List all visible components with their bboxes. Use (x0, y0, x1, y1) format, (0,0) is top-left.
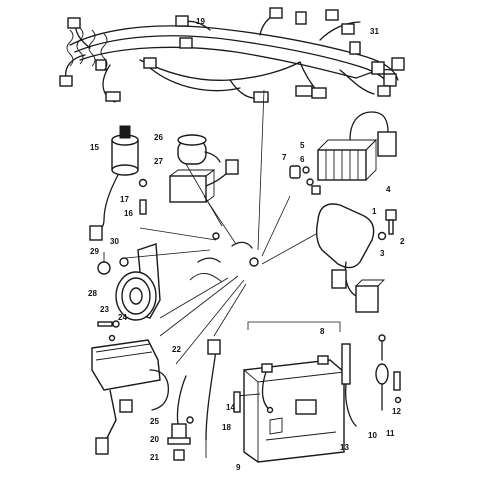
callout-13: 13 (340, 443, 349, 452)
callout-29: 29 (90, 247, 99, 256)
callout-22: 22 (172, 345, 181, 354)
battery (243, 355, 345, 463)
horn (97, 243, 161, 321)
callout-12: 12 (392, 407, 401, 416)
callout-30: 30 (110, 237, 119, 246)
rectifier-regulator (317, 111, 397, 181)
callout-1: 1 (372, 207, 377, 216)
mounting-bolt (377, 209, 397, 241)
callout-6: 6 (300, 155, 305, 164)
callout-11: 11 (386, 429, 395, 438)
callout-16: 16 (124, 209, 133, 218)
callout-14: 14 (226, 403, 235, 412)
callout-7: 7 (282, 153, 287, 162)
fuse-block (91, 339, 170, 455)
callout-17: 17 (120, 195, 129, 204)
leader-lines (125, 89, 341, 365)
callout-2: 2 (400, 237, 405, 246)
lead-wire (205, 339, 221, 458)
callout-27: 27 (154, 157, 163, 166)
callout-15: 15 (90, 143, 99, 152)
relay-unit (169, 159, 239, 203)
callout-20: 20 (150, 435, 159, 444)
callout-23: 23 (100, 305, 109, 314)
callout-4: 4 (386, 185, 391, 194)
callout-8: 8 (320, 327, 325, 336)
callout-25: 25 (150, 417, 159, 426)
ignition-switch (89, 125, 148, 241)
flasher-relay (177, 134, 221, 165)
callout-19: 19 (196, 17, 205, 26)
callout-5: 5 (300, 141, 305, 150)
callout-24: 24 (118, 313, 127, 322)
wire-harness (59, 7, 405, 103)
callout-18: 18 (222, 423, 231, 432)
regulator-hardware (289, 165, 321, 195)
callout-21: 21 (150, 453, 159, 462)
callout-10: 10 (368, 431, 377, 440)
callout-31: 31 (370, 27, 379, 36)
callout-26: 26 (154, 133, 163, 142)
callout-3: 3 (380, 249, 385, 258)
neutral-switch (167, 375, 194, 461)
ignitor-unit (315, 203, 386, 313)
small-screws (97, 320, 120, 342)
battery-breather (341, 334, 402, 427)
callout-labels: 19 31 15 26 27 17 16 7 5 6 4 1 2 3 29 30… (88, 17, 405, 472)
central-junction (189, 232, 259, 283)
callout-9: 9 (236, 463, 241, 472)
battery-band (233, 391, 261, 413)
callout-28: 28 (88, 289, 97, 298)
